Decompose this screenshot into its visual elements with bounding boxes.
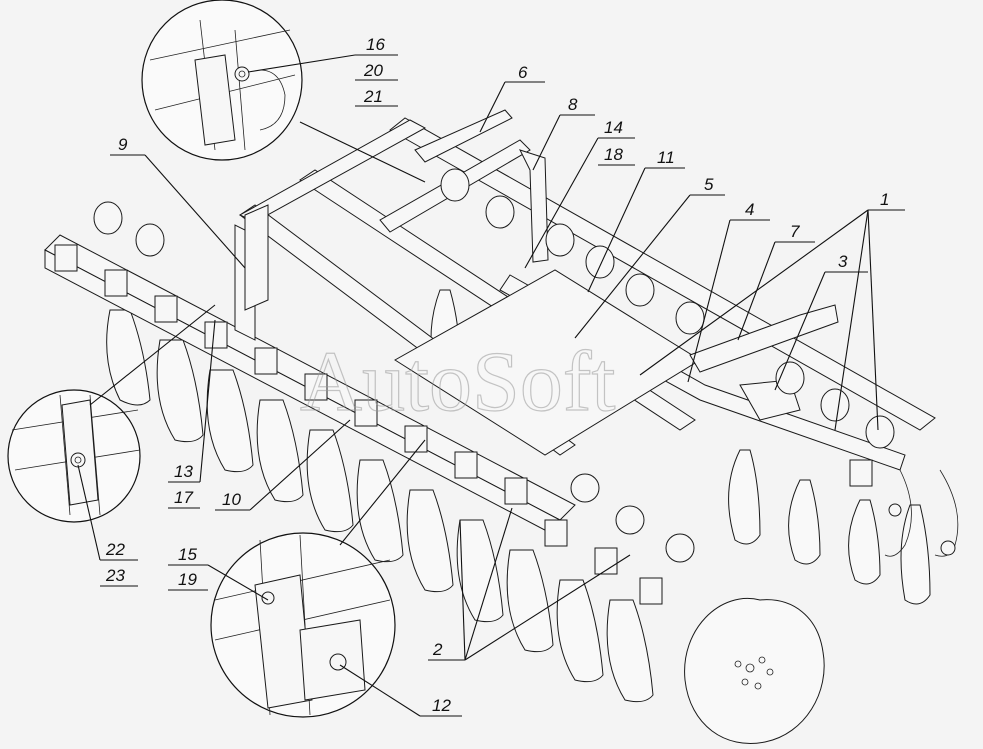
callout-12: 12 (432, 696, 451, 715)
callout-1: 1 (880, 190, 889, 209)
callout-8: 8 (568, 95, 578, 114)
callout-17: 17 (174, 488, 193, 507)
callout-10: 10 (222, 490, 241, 509)
callout-19: 19 (178, 570, 197, 589)
detail-circle-left (7, 389, 141, 523)
callout-3: 3 (838, 252, 848, 271)
callout-9: 9 (118, 135, 128, 154)
detail-circle-top (141, 0, 303, 161)
disc-gang-rear (106, 309, 654, 703)
callout-5: 5 (704, 175, 714, 194)
callout-6: 6 (518, 63, 528, 82)
bearing-blocks (54, 244, 873, 605)
callout-13: 13 (174, 462, 193, 481)
callout-11: 11 (657, 148, 675, 167)
detail-circle-bottom (210, 532, 396, 718)
watermark-text: AutoSoft (300, 333, 615, 429)
callout-21: 21 (363, 87, 383, 106)
callout-22: 22 (105, 540, 125, 559)
leader-lines (77, 54, 905, 717)
callout-18: 18 (604, 145, 623, 164)
callout-7: 7 (790, 222, 800, 241)
callout-15: 15 (178, 545, 197, 564)
callout-20: 20 (363, 61, 383, 80)
spring-units (93, 168, 895, 563)
callout-4: 4 (745, 200, 754, 219)
front-disc (684, 598, 825, 744)
callout-2: 2 (432, 640, 443, 659)
callout-16: 16 (366, 35, 385, 54)
callout-14: 14 (604, 118, 623, 137)
tine-assembly (884, 469, 959, 557)
callout-23: 23 (105, 566, 125, 585)
callout-labels: 16 20 21 6 8 14 18 11 5 4 7 3 1 9 13 17 … (105, 35, 889, 715)
